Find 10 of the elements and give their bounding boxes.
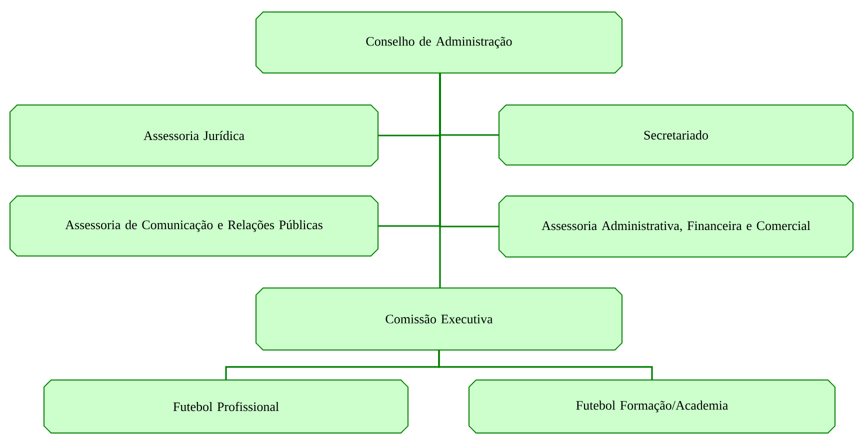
org-box: Assessoria de Comunicação e Relações Públicas bbox=[10, 196, 378, 256]
connector-line bbox=[438, 350, 653, 380]
org-box: Futebol Profissional bbox=[44, 379, 408, 434]
org-box: Comissão Executiva bbox=[256, 287, 622, 350]
org-box: Assessoria Jurídica bbox=[10, 104, 378, 166]
org-box: Conselho de Administração bbox=[256, 12, 622, 74]
org-box: Futebol Formação/Academia bbox=[468, 379, 836, 434]
org-box: Assessoria Administrativa, Financeira e Comercial bbox=[498, 196, 854, 258]
org-box: Secretariado bbox=[498, 104, 854, 166]
connector-line bbox=[439, 74, 498, 228]
